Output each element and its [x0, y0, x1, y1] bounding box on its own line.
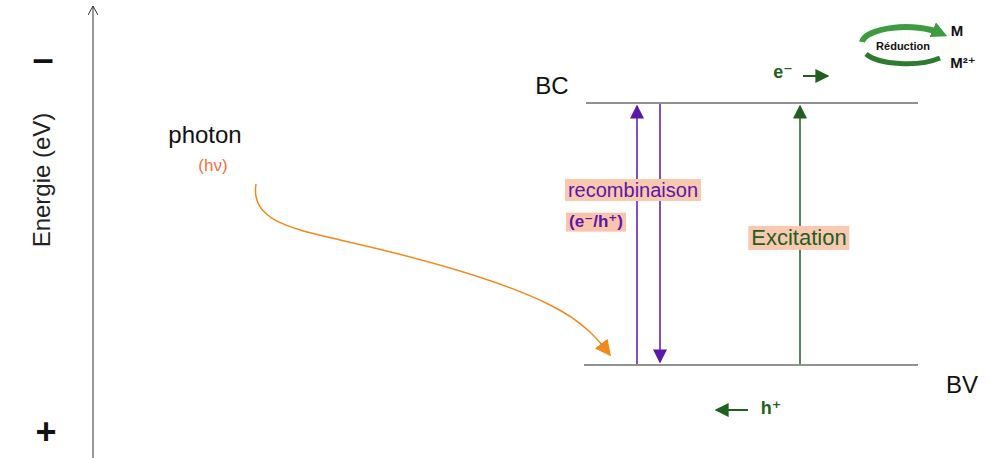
axis-sign: – [32, 39, 53, 81]
valence-band-line [584, 365, 918, 366]
reduction-arrow [866, 54, 940, 64]
node-text: recombinaison [565, 179, 701, 201]
photon-symbol: (hν) [198, 157, 227, 176]
particle-outline [532, 32, 920, 426]
node-text: Excitation [748, 226, 849, 250]
electron-arrow [803, 75, 828, 77]
recombination-arrow-down [659, 104, 661, 362]
node-text: (e⁻/h⁺) [566, 213, 626, 232]
node-text: e⁻ [773, 63, 793, 83]
band-label: BC [535, 73, 568, 99]
energy-axis [93, 6, 94, 458]
node-text: h⁺ [761, 399, 782, 419]
recombination-arrow-up [636, 106, 638, 364]
band-label: BV [946, 372, 978, 398]
conduction-band-line [586, 103, 918, 104]
species-label: M [951, 23, 964, 40]
species-label: M²⁺ [950, 55, 975, 72]
reaction-label: Réduction [876, 40, 930, 52]
photon-path [255, 184, 610, 355]
axis-title: Energie (eV) [29, 113, 55, 248]
photon-label: photon [168, 122, 241, 148]
hole-arrow [716, 409, 748, 411]
semiconductor-particle: recombinaison (e⁻/h⁺) Excitation e⁻ h⁺ [530, 30, 922, 428]
reduction-arrow [862, 27, 940, 42]
axis-sign: + [35, 412, 56, 452]
